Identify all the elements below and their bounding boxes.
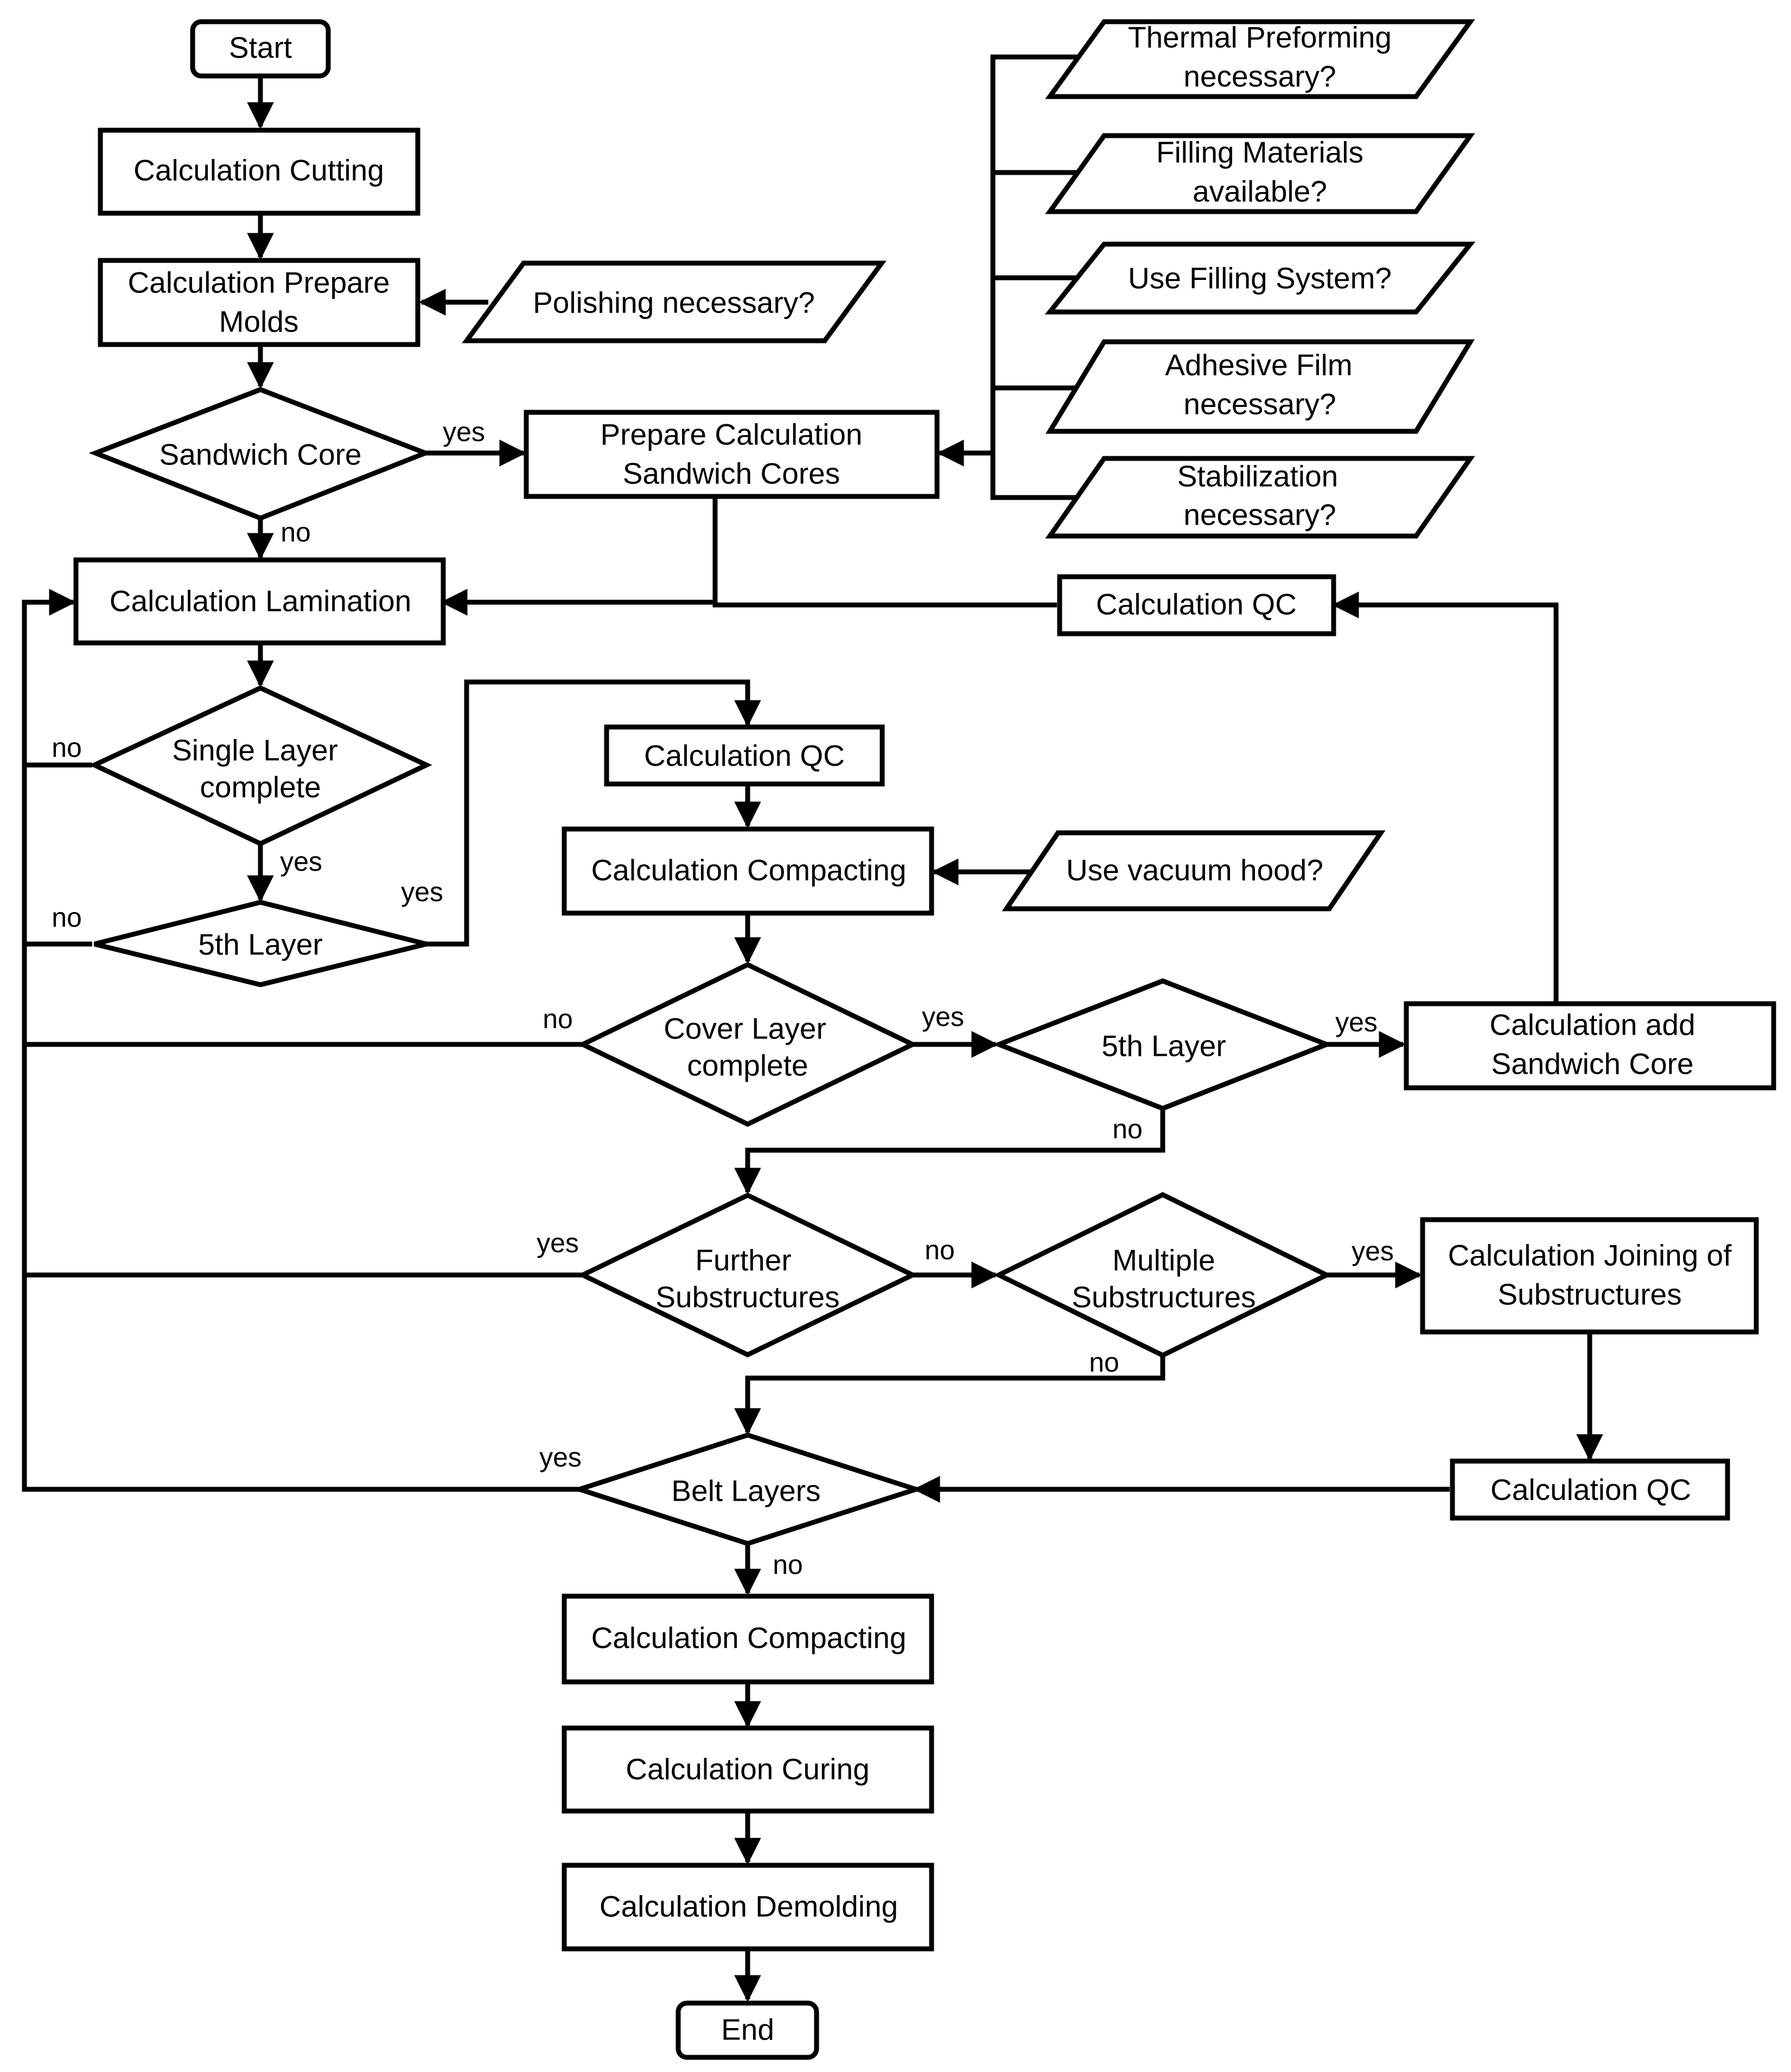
label-sandwich-no: no <box>281 517 311 547</box>
curing-label: Calculation Curing <box>626 1752 869 1786</box>
multiple-line1: Multiple <box>1112 1244 1215 1277</box>
end-node: End <box>675 2000 819 2060</box>
calculation-joining-box: Calculation Joining of Substructures <box>1420 1217 1759 1335</box>
filling-materials-line1: Filling Materials <box>1156 136 1363 169</box>
calculation-cutting-box: Calculation Cutting <box>98 127 420 216</box>
fifth-layer-left-label: 5th Layer <box>198 928 322 961</box>
calculation-curing-box: Calculation Curing <box>562 1725 934 1814</box>
stabilization-line1: Stabilization <box>1177 460 1339 493</box>
cover-layer-decision: Cover Layer complete <box>577 962 919 1127</box>
adhesive-line2: necessary? <box>1183 387 1336 421</box>
calculation-compacting-2-box: Calculation Compacting <box>562 1593 934 1685</box>
polishing-input: Polishing necessary? <box>462 260 887 343</box>
edge-fifth-right-no <box>734 1108 1165 1195</box>
label-single-yes: yes <box>280 846 322 877</box>
label-multiple-yes: yes <box>1352 1236 1394 1266</box>
calculation-qc-mid-box: Calculation QC <box>604 724 885 787</box>
label-fifth-right-yes: yes <box>1335 1007 1378 1037</box>
single-layer-line1: Single Layer <box>172 734 338 767</box>
vacuum-hood-input: Use vacuum hood? <box>1002 830 1386 911</box>
joining-line1: Calculation Joining of <box>1448 1239 1732 1272</box>
qc-bottom-label: Calculation QC <box>1490 1473 1691 1507</box>
label-cover-no: no <box>543 1004 573 1034</box>
qc-top-label: Calculation QC <box>1096 588 1297 621</box>
multiple-substructures-decision: Multiple Substructures <box>993 1191 1333 1359</box>
edge-options-bus <box>990 54 1077 500</box>
edge-loop-left <box>22 602 583 1492</box>
demolding-label: Calculation Demolding <box>600 1890 898 1923</box>
thermal-line1: Thermal Preforming <box>1128 21 1392 54</box>
cover-layer-line2: complete <box>687 1049 808 1082</box>
end-label: End <box>721 2013 774 2047</box>
prepare-molds-line2: Molds <box>219 305 299 339</box>
edge-fifth-left-yes <box>426 679 761 947</box>
stabilization-input: Stabilization necessary? <box>1045 456 1475 539</box>
edge-labels: yes no no yes no yes no yes yes no yes n… <box>52 417 1394 1580</box>
prepare-calculation-sandwich-cores-box: Prepare Calculation Sandwich Cores <box>524 410 940 499</box>
filling-system-input: Use Filling System? <box>1044 241 1476 315</box>
add-sandwich-line2: Sandwich Core <box>1492 1047 1694 1081</box>
filling-system-label: Use Filling System? <box>1128 262 1392 295</box>
calculation-demolding-box: Calculation Demolding <box>562 1863 934 1952</box>
add-sandwich-line1: Calculation add <box>1489 1008 1695 1042</box>
calculation-compacting-1-box: Calculation Compacting <box>562 826 934 916</box>
adhesive-film-input: Adhesive Film necessary? <box>1046 339 1475 434</box>
multiple-line2: Substructures <box>1072 1280 1255 1314</box>
thermal-preforming-input: Thermal Preforming necessary? <box>1045 19 1475 99</box>
calculation-qc-top-box: Calculation QC <box>1057 574 1336 636</box>
calculation-qc-bottom-box: Calculation QC <box>1450 1458 1730 1521</box>
lamination-label: Calculation Lamination <box>110 584 411 618</box>
further-line1: Further <box>695 1244 791 1277</box>
joining-line2: Substructures <box>1497 1278 1681 1311</box>
label-sandwich-yes: yes <box>443 417 485 447</box>
prepare-sandwich-line2: Sandwich Cores <box>623 457 840 490</box>
polishing-label: Polishing necessary? <box>533 286 815 320</box>
compacting-1-label: Calculation Compacting <box>591 853 907 887</box>
calculation-cutting-label: Calculation Cutting <box>133 154 384 187</box>
further-line2: Substructures <box>655 1280 839 1314</box>
further-substructures-decision: Further Substructures <box>577 1193 919 1357</box>
cover-layer-line1: Cover Layer <box>664 1012 826 1045</box>
compacting-2-label: Calculation Compacting <box>591 1621 907 1655</box>
edge-multiple-no <box>734 1355 1165 1435</box>
label-fifth-left-yes: yes <box>401 877 443 907</box>
label-belt-yes: yes <box>539 1442 582 1472</box>
single-layer-line2: complete <box>200 770 321 804</box>
fifth-layer-right-label: 5th Layer <box>1101 1029 1226 1063</box>
label-single-no: no <box>52 732 82 763</box>
calculation-lamination-box: Calculation Lamination <box>73 557 446 646</box>
edge-qc-top-lamination <box>441 589 1057 616</box>
adhesive-line1: Adhesive Film <box>1165 348 1352 382</box>
label-further-no: no <box>925 1235 955 1265</box>
prepare-molds-line1: Calculation Prepare <box>128 266 390 299</box>
filling-materials-line2: available? <box>1193 175 1327 208</box>
start-node: Start <box>190 19 331 79</box>
edge-add-sandwich-qc-top <box>1332 591 1559 1004</box>
filling-materials-input: Filling Materials available? <box>1045 133 1475 214</box>
start-label: Start <box>229 31 292 65</box>
label-further-yes: yes <box>537 1228 579 1258</box>
qc-mid-label: Calculation QC <box>644 739 845 773</box>
sandwich-core-decision: Sandwich Core <box>88 387 432 521</box>
thermal-line2: necessary? <box>1183 60 1336 93</box>
belt-layers-label: Belt Layers <box>671 1474 820 1508</box>
stabilization-line2: necessary? <box>1183 498 1336 532</box>
sandwich-core-label: Sandwich Core <box>160 438 362 471</box>
belt-layers-decision: Belt Layers <box>571 1432 924 1546</box>
fifth-layer-left-decision: 5th Layer <box>93 900 428 987</box>
calculation-add-sandwich-core-box: Calculation add Sandwich Core <box>1404 1001 1776 1091</box>
fifth-layer-right-decision: 5th Layer <box>992 978 1334 1111</box>
label-cover-yes: yes <box>922 1002 964 1032</box>
edges <box>22 54 1603 2002</box>
label-multiple-no: no <box>1089 1347 1119 1378</box>
prepare-sandwich-line1: Prepare Calculation <box>600 418 862 451</box>
label-belt-no: no <box>773 1550 803 1580</box>
single-layer-decision: Single Layer complete <box>88 685 432 846</box>
vacuum-label: Use vacuum hood? <box>1066 853 1323 887</box>
label-fifth-left-no: no <box>52 902 82 933</box>
calculation-prepare-molds-box: Calculation Prepare Molds <box>98 258 420 347</box>
label-fifth-right-no: no <box>1112 1114 1143 1144</box>
